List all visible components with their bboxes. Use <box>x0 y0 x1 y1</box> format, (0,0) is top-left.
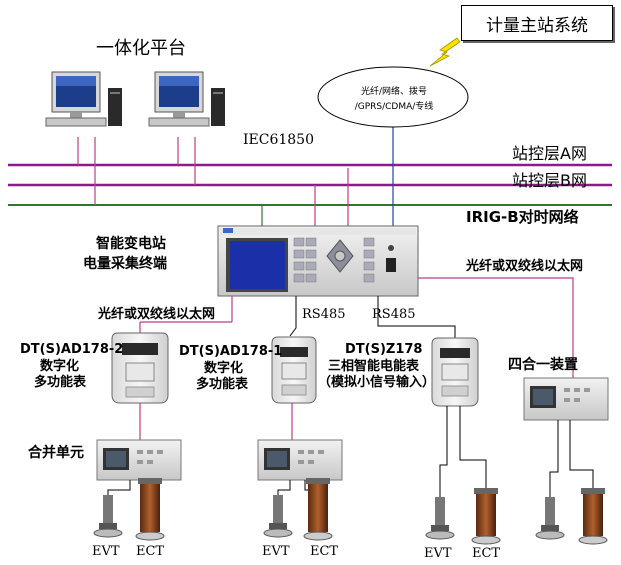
protocol-label: IEC61850 <box>243 132 314 148</box>
meter-3-model: DT(S)Z178 <box>345 342 423 357</box>
meter-3-leads <box>439 406 487 500</box>
platform-label: 一体化平台 <box>96 38 186 59</box>
terminal-label-1: 智能变电站 <box>96 236 166 252</box>
merge-unit-1-icon <box>96 439 182 481</box>
cloud-label-2: /GPRS/CDMA/专线 <box>354 102 434 112</box>
meter-1-desc: 多功能表 <box>34 375 87 390</box>
four-in-one-label: 四合一装置 <box>508 357 578 373</box>
link-left-label: 光纤或双绞线以太网 <box>98 307 216 322</box>
computer-1-icon <box>45 71 122 127</box>
meter-3-type: 三相智能电能表 <box>328 359 420 374</box>
meter-2-model: DT(S)AD178-1 <box>179 344 283 359</box>
evt-1-icon <box>93 495 123 538</box>
evt-2-icon <box>263 495 293 538</box>
ect-2-icon <box>303 478 333 541</box>
evt-3-icon <box>425 497 455 540</box>
merge-unit-label: 合并单元 <box>28 445 84 461</box>
evt-4-icon <box>535 497 565 540</box>
master-station-box: 计量主站系统 <box>461 5 613 41</box>
meter-2-type: 数字化 <box>204 361 244 376</box>
terminal-drops <box>261 126 394 228</box>
computer-2-icon <box>148 71 225 127</box>
cloud-label-1: 光纤/网络、拨号 <box>360 87 428 97</box>
ect-4-icon <box>578 488 608 545</box>
pc-drops <box>77 137 196 205</box>
evt-1-label: EVT <box>92 544 120 559</box>
merge-unit-2-icon <box>257 439 343 481</box>
ect-2-label: ECT <box>310 544 339 559</box>
ect-3-icon <box>471 488 501 545</box>
ect-3-label: ECT <box>472 546 501 561</box>
master-station-label: 计量主站系统 <box>486 15 588 36</box>
rs485-b-label: RS485 <box>372 307 416 322</box>
meter-2-desc: 多功能表 <box>196 377 249 392</box>
meter-3-icon <box>431 337 479 407</box>
meter-2-icon <box>271 336 317 404</box>
four-in-one-leads <box>549 420 594 500</box>
bus-b-label: 站控层B网 <box>512 171 587 190</box>
cloud-shape <box>317 66 469 128</box>
irig-label: IRIG-B对时网络 <box>466 208 579 226</box>
four-in-one-device-icon <box>523 377 609 421</box>
lightning-icon <box>429 37 461 67</box>
bus-a-label: 站控层A网 <box>512 144 587 163</box>
evt-2-label: EVT <box>262 544 290 559</box>
terminal-links <box>139 277 574 378</box>
meter-1-icon <box>111 332 169 404</box>
terminal-device-icon <box>217 225 419 297</box>
link-right-label: 光纤或双绞线以太网 <box>466 259 584 274</box>
rs485-a-label: RS485 <box>302 307 346 322</box>
meter-3-desc: （模拟小信号输入） <box>318 375 436 390</box>
ect-1-label: ECT <box>136 544 165 559</box>
ect-1-icon <box>135 478 165 541</box>
meter-1-model: DT(S)AD178-2 <box>20 342 124 357</box>
meter-1-type: 数字化 <box>40 359 80 374</box>
evt-3-label: EVT <box>424 546 452 561</box>
terminal-label-2: 电量采集终端 <box>83 256 167 272</box>
